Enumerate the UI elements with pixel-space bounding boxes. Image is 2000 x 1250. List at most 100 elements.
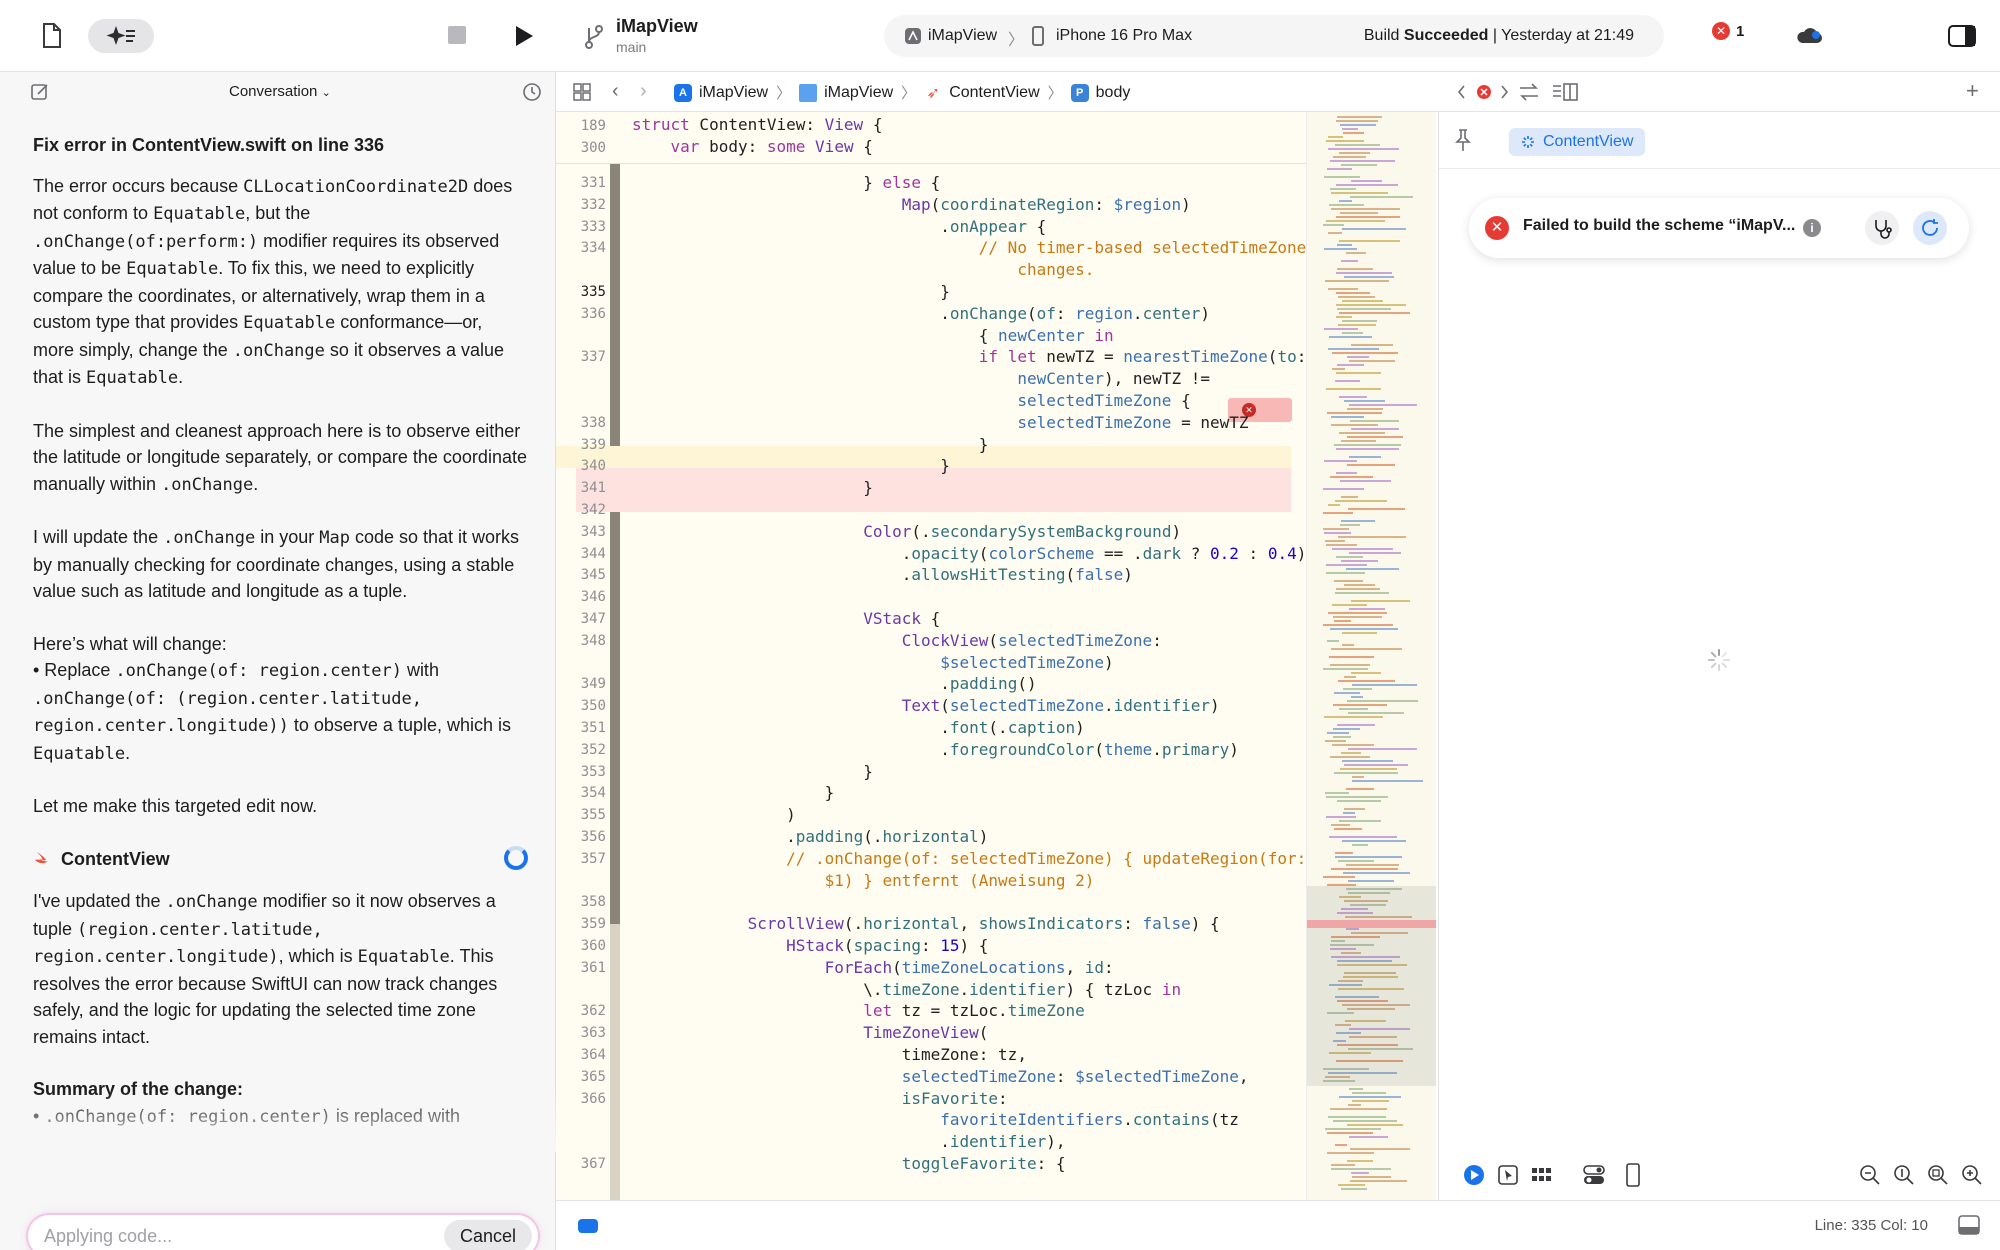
inspector-toggle-button[interactable] (1944, 20, 1980, 52)
minimap-line (1335, 380, 1360, 382)
minimap-line (1346, 888, 1402, 890)
issue-indicator-button[interactable]: ✕ 1 (1712, 22, 1744, 40)
line-number: 353 (580, 763, 606, 780)
error-annotation[interactable]: ✕ (1228, 398, 1292, 422)
minimap[interactable] (1306, 112, 1436, 1200)
line-number: 342 (580, 502, 606, 518)
minimap-line (1330, 948, 1356, 950)
minimap-line (1351, 180, 1382, 182)
message-paragraph: I've updated the .onChange modifier so i… (33, 888, 528, 1050)
chevron-right-icon[interactable]: › (640, 80, 647, 102)
cancel-button[interactable]: Cancel (443, 1220, 532, 1250)
minimap-line (1326, 220, 1385, 222)
live-mode-icon[interactable] (1463, 1164, 1485, 1186)
breadcrumb-folder[interactable]: iMapView (799, 83, 893, 102)
minimap-line (1333, 1120, 1397, 1122)
minimap-line (1346, 928, 1359, 930)
minimap-line (1334, 580, 1363, 582)
minimap-line (1331, 940, 1345, 942)
conversation-menu[interactable]: Conversation ⌄ (229, 83, 331, 100)
edited-file-item[interactable]: ContentView (33, 845, 528, 873)
minimap-line (1348, 892, 1390, 894)
related-items-icon[interactable] (572, 82, 592, 102)
line-number: 340 (580, 458, 606, 475)
code-area[interactable]: ✕ 331 } else {332 Map(coordinateRegion: … (556, 164, 1306, 1200)
branch-icon (585, 25, 603, 49)
code-line: } (632, 783, 835, 803)
variants-icon[interactable] (1531, 1164, 1553, 1186)
cursor-position: Line: 335 Col: 10 (1814, 1217, 1928, 1234)
cloud-status-button[interactable] (1792, 20, 1826, 52)
minimap-line (1327, 1152, 1374, 1154)
minimap-line (1336, 556, 1363, 558)
swift-icon (35, 851, 48, 863)
minimap-line (1347, 1008, 1395, 1010)
info-icon[interactable]: i (1803, 219, 1821, 237)
zoom-fit-icon[interactable] (1927, 1164, 1949, 1186)
build-status-result: Succeeded (1403, 27, 1489, 44)
minimap-line (1329, 336, 1372, 338)
minimap-line (1340, 212, 1378, 214)
text-run: , but the (245, 203, 311, 223)
minimap-line (1334, 692, 1360, 694)
breadcrumb-file[interactable]: ➶ContentView (924, 84, 1039, 102)
chevron-left-icon[interactable]: ‹ (612, 80, 619, 102)
run-button[interactable] (510, 22, 538, 50)
play-icon (516, 26, 533, 46)
minimap-line (1331, 868, 1398, 870)
code-line: .allowsHitTesting(false) (632, 565, 1133, 585)
minimap-line (1343, 688, 1372, 690)
minimap-line (1351, 1172, 1369, 1174)
minimap-line (1349, 1088, 1363, 1090)
run-destination-selector[interactable]: iPhone 16 Pro Max (1056, 27, 1193, 44)
refresh-preview-button[interactable] (1913, 211, 1947, 245)
minimap-line (1336, 304, 1406, 306)
add-editor-icon[interactable]: + (1966, 78, 1979, 103)
zoom-out-icon[interactable] (1859, 1164, 1881, 1186)
selectable-mode-icon[interactable] (1497, 1164, 1519, 1186)
preview-tab[interactable]: ContentView (1509, 128, 1646, 156)
line-number: 352 (580, 741, 606, 758)
inline-code: Equatable (33, 743, 126, 764)
minimap-line (1330, 160, 1395, 162)
coding-assistant-button[interactable] (88, 19, 154, 53)
history-icon[interactable] (522, 82, 542, 102)
scheme-selector[interactable]: iMapView (928, 27, 998, 44)
prompt-input[interactable]: Applying code... Cancel (28, 1215, 538, 1250)
code-line: newCenter), newTZ != (1017, 369, 1210, 389)
editor-layout-icon[interactable] (1552, 83, 1578, 101)
code-line: Color(.secondarySystemBackground) (863, 521, 1182, 541)
device-settings-icon[interactable] (1583, 1164, 1605, 1186)
compose-icon[interactable] (30, 82, 50, 102)
minimap-line (1337, 116, 1382, 118)
zoom-actual-icon[interactable] (1893, 1164, 1915, 1186)
minimap-line (1331, 424, 1378, 426)
line-number: 338 (580, 414, 606, 431)
preview-tab-label: ContentView (1543, 133, 1634, 150)
minimap-line (1337, 960, 1392, 962)
source-control-branch-button[interactable] (582, 24, 606, 50)
minimap-line (1343, 976, 1398, 978)
minimap-line (1347, 356, 1369, 358)
minimap-line (1323, 512, 1353, 514)
diagnostics-button[interactable] (1865, 211, 1899, 245)
filter-indicator-icon[interactable] (578, 1219, 598, 1233)
line-number: 367 (580, 1156, 606, 1172)
minimap-line (1347, 1160, 1373, 1162)
code-line: let tz = tzLoc.timeZone (863, 1001, 1085, 1021)
progress-spinner-icon (504, 845, 528, 870)
swap-icon[interactable] (1518, 83, 1540, 101)
line-number: 335 (580, 284, 606, 300)
debug-area-toggle-icon[interactable] (1958, 1215, 1980, 1235)
pin-icon[interactable] (1453, 128, 1473, 152)
zoom-in-icon[interactable] (1961, 1164, 1983, 1186)
minimap-line (1328, 1072, 1397, 1074)
issue-navigation-controls[interactable] (1456, 84, 1526, 100)
minimap-line (1328, 348, 1379, 350)
stop-button[interactable] (447, 25, 467, 45)
device-icon[interactable] (1625, 1163, 1641, 1187)
navigator-toggle-button[interactable] (34, 18, 70, 54)
